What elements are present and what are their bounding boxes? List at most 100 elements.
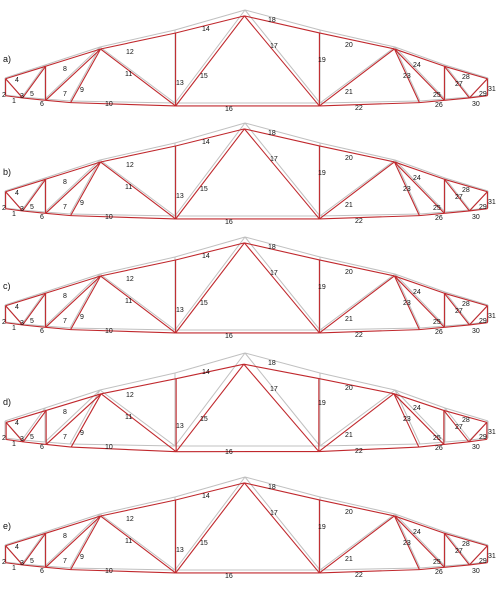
member-number-label: 12	[126, 49, 134, 56]
deformed-truss-member	[319, 276, 394, 333]
member-number-label: 31	[488, 313, 496, 320]
member-number-label: 25	[433, 205, 441, 212]
reference-truss-member	[5, 408, 45, 421]
member-number-label: 14	[202, 493, 210, 500]
member-number-label: 17	[270, 156, 278, 163]
member-number-label: 6	[40, 101, 44, 108]
member-number-label: 8	[63, 179, 67, 186]
member-number-label: 30	[472, 328, 480, 335]
deformed-truss-member	[319, 146, 394, 162]
member-number-label: 29	[479, 91, 487, 98]
member-number-label: 27	[455, 424, 463, 431]
member-number-label: 30	[472, 444, 480, 451]
member-number-label: 30	[472, 568, 480, 575]
member-number-label: 1	[12, 211, 16, 218]
member-number-label: 20	[345, 385, 353, 392]
member-number-label: 23	[403, 416, 411, 423]
reference-truss-member	[320, 274, 395, 330]
reference-truss-member	[320, 143, 395, 160]
deformed-truss-member	[101, 33, 176, 49]
member-number-label: 1	[12, 325, 16, 332]
member-number-label: 22	[355, 105, 363, 112]
reference-truss-member	[245, 10, 320, 30]
member-number-label: 18	[268, 360, 276, 367]
member-number-label: 2	[2, 559, 6, 566]
deformed-truss-member	[244, 483, 319, 573]
member-number-label: 10	[105, 444, 113, 451]
member-number-label: 2	[2, 92, 6, 99]
member-number-label: 7	[63, 204, 67, 211]
deformed-truss-member	[101, 516, 176, 573]
deformed-truss-member	[319, 162, 394, 219]
member-number-label: 21	[345, 202, 353, 209]
member-number-label: 22	[355, 448, 363, 455]
reference-truss-member	[245, 237, 320, 330]
panel-label: c)	[3, 281, 11, 291]
reference-truss-member	[320, 30, 395, 47]
deformed-truss-member	[101, 394, 176, 452]
reference-truss-member	[175, 353, 245, 446]
member-number-label: 6	[40, 214, 44, 221]
member-number-label: 27	[455, 81, 463, 88]
member-number-label: 20	[345, 42, 353, 49]
member-number-label: 23	[403, 186, 411, 193]
member-number-label: 18	[268, 484, 276, 491]
reference-truss-member	[100, 390, 175, 446]
deformed-truss-member	[319, 447, 419, 451]
member-number-label: 19	[318, 284, 326, 291]
member-number-label: 15	[200, 186, 208, 193]
member-number-label: 5	[30, 91, 34, 98]
deformed-truss-member	[6, 410, 46, 422]
member-number-label: 18	[268, 130, 276, 137]
member-number-label: 28	[462, 301, 470, 308]
member-number-label: 31	[488, 199, 496, 206]
deformed-truss-member	[46, 162, 101, 213]
deformed-truss-member	[71, 447, 176, 452]
member-number-label: 8	[63, 533, 67, 540]
member-number-label: 23	[403, 73, 411, 80]
reference-truss-member	[100, 160, 175, 216]
deformed-truss-member	[101, 162, 176, 219]
member-number-label: 8	[63, 409, 67, 416]
member-number-label: 29	[479, 204, 487, 211]
member-number-label: 19	[318, 57, 326, 64]
deformed-truss-member	[244, 16, 319, 106]
member-number-label: 8	[63, 293, 67, 300]
deformed-truss-member	[319, 49, 394, 106]
member-number-label: 12	[126, 392, 134, 399]
member-number-label: 3	[20, 93, 24, 100]
member-number-label: 24	[413, 289, 421, 296]
deformed-truss-member	[319, 260, 394, 276]
member-number-label: 17	[270, 510, 278, 517]
member-number-label: 21	[345, 556, 353, 563]
deformed-truss-member	[101, 500, 176, 516]
member-number-label: 11	[125, 538, 132, 545]
member-number-label: 12	[126, 516, 134, 523]
member-number-label: 18	[268, 17, 276, 24]
reference-truss-member	[175, 237, 245, 257]
reference-truss-member	[320, 390, 395, 446]
deformed-truss-member	[176, 483, 245, 573]
deformed-truss-member	[46, 444, 71, 447]
member-number-label: 20	[345, 155, 353, 162]
panel-label: e)	[3, 521, 11, 531]
reference-truss-member	[245, 123, 320, 143]
member-number-label: 7	[63, 91, 67, 98]
member-number-label: 21	[345, 89, 353, 96]
member-number-label: 26	[435, 569, 443, 576]
member-number-label: 11	[125, 71, 132, 78]
deformed-truss-member	[244, 129, 319, 219]
member-number-label: 17	[270, 43, 278, 50]
deformed-truss-member	[244, 16, 319, 33]
member-number-label: 29	[479, 318, 487, 325]
member-number-label: 26	[435, 445, 443, 452]
deformed-truss-member	[101, 276, 176, 333]
deformed-truss-member	[101, 260, 176, 276]
member-number-label: 22	[355, 572, 363, 579]
reference-truss-member	[320, 514, 395, 570]
member-number-label: 30	[472, 214, 480, 221]
reference-truss-member	[320, 257, 395, 274]
member-number-label: 11	[125, 414, 132, 421]
